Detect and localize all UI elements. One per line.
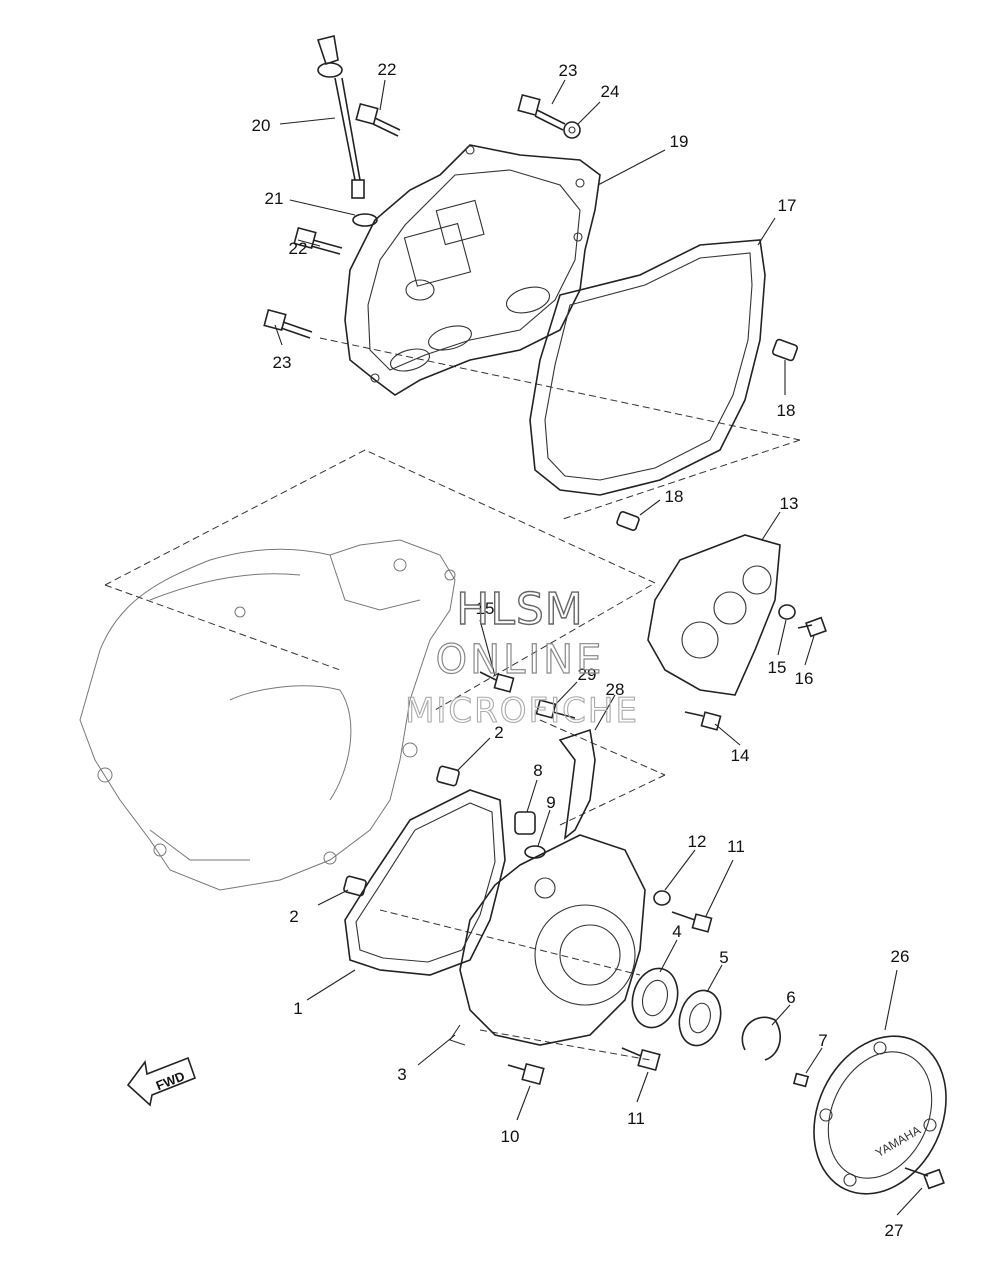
- callout-14: 14: [731, 746, 750, 765]
- bolt-27: [904, 1167, 945, 1190]
- o-ring-9: [524, 845, 546, 859]
- clutch-cover-gasket: [529, 239, 766, 496]
- callout-8: 8: [533, 761, 542, 780]
- bolt-15-mid: [479, 671, 515, 693]
- callout-9: 9: [546, 793, 555, 812]
- callout-11-lower: 11: [627, 1109, 645, 1128]
- callout-23-left: 23: [273, 353, 292, 372]
- circlip-6: [741, 1016, 781, 1061]
- callout-6: 6: [786, 988, 795, 1007]
- dowel-pin-18a: [771, 338, 799, 362]
- callout-13: 13: [780, 494, 799, 513]
- bolt-23-left: [263, 308, 313, 339]
- reference-lines: [104, 337, 801, 1061]
- callout-18-upper: 18: [777, 401, 796, 420]
- callout-3: 3: [397, 1065, 406, 1084]
- callout-12: 12: [688, 832, 707, 851]
- callout-2-lower: 2: [289, 907, 298, 926]
- callout-4: 4: [672, 922, 681, 941]
- callout-26: 26: [891, 947, 910, 966]
- callout-7: 7: [818, 1031, 827, 1050]
- watermark: HLSM ONLINE MICROFICHE: [405, 583, 639, 731]
- watermark-line2: ONLINE: [436, 637, 605, 683]
- oil-seal-5: [678, 989, 722, 1047]
- watermark-line1: HLSM: [456, 584, 584, 635]
- dowel-pin-2-upper: [436, 765, 460, 787]
- gasket-1: [344, 789, 506, 976]
- callout-15-right: 15: [768, 658, 787, 677]
- bolt-14: [684, 711, 722, 731]
- crankcase-cover-lower: [449, 834, 646, 1046]
- callout-29: 29: [578, 665, 597, 684]
- cover-brand-text: YAMAHA: [873, 1123, 923, 1160]
- washer-12: [653, 890, 671, 906]
- bolt-23-top: [517, 93, 566, 131]
- oil-dipstick: [316, 35, 365, 199]
- washer-15: [778, 604, 796, 620]
- dowel-pin-18b: [616, 511, 640, 531]
- sprocket-cover: [647, 534, 781, 696]
- callout-23-top: 23: [559, 61, 578, 80]
- leader-lines: [274, 79, 923, 1216]
- engine-crankcase-outline: [79, 539, 456, 891]
- callout-2-upper: 2: [494, 723, 503, 742]
- callout-28: 28: [606, 680, 625, 699]
- dowel-pin-2-lower: [343, 875, 367, 897]
- clutch-cover-upper: [344, 144, 601, 396]
- callout-labels: 1 2 2 3 4 5 6 7 8 9 10 11 11 12 13 14 15…: [252, 60, 910, 1240]
- bolt-22-top: [355, 102, 401, 137]
- callout-16: 16: [795, 669, 814, 688]
- bolt-22-left: [293, 226, 343, 255]
- callout-11-upper: 11: [727, 837, 745, 856]
- watermark-line3: MICROFICHE: [405, 691, 639, 731]
- bolt-10: [507, 1062, 545, 1086]
- callout-24: 24: [601, 82, 620, 101]
- bolt-16: [797, 616, 827, 638]
- bearing-4: [631, 967, 679, 1029]
- washer-24: [563, 121, 581, 139]
- callout-1: 1: [293, 999, 302, 1018]
- generator-cover: YAMAHA: [813, 1035, 947, 1195]
- bolt-11-upper: [671, 911, 713, 933]
- callout-19: 19: [670, 132, 689, 151]
- callout-22-top: 22: [378, 60, 397, 79]
- callout-10: 10: [501, 1127, 520, 1146]
- forward-direction-arrow: FWD: [126, 1056, 197, 1107]
- callout-5: 5: [719, 948, 728, 967]
- screw-7: [792, 1072, 810, 1088]
- callout-15-mid: 15: [476, 599, 495, 618]
- callout-17: 17: [778, 196, 797, 215]
- fwd-label: FWD: [154, 1068, 187, 1093]
- callout-20: 20: [252, 116, 271, 135]
- bolt-11-lower: [621, 1047, 661, 1072]
- o-ring: [352, 213, 378, 227]
- callout-27: 27: [885, 1221, 904, 1240]
- retainer-plate: [535, 699, 596, 840]
- callout-21: 21: [265, 189, 284, 208]
- plug-8: [514, 811, 536, 835]
- callout-22-left: 22: [289, 239, 308, 258]
- callout-18-lower: 18: [665, 487, 684, 506]
